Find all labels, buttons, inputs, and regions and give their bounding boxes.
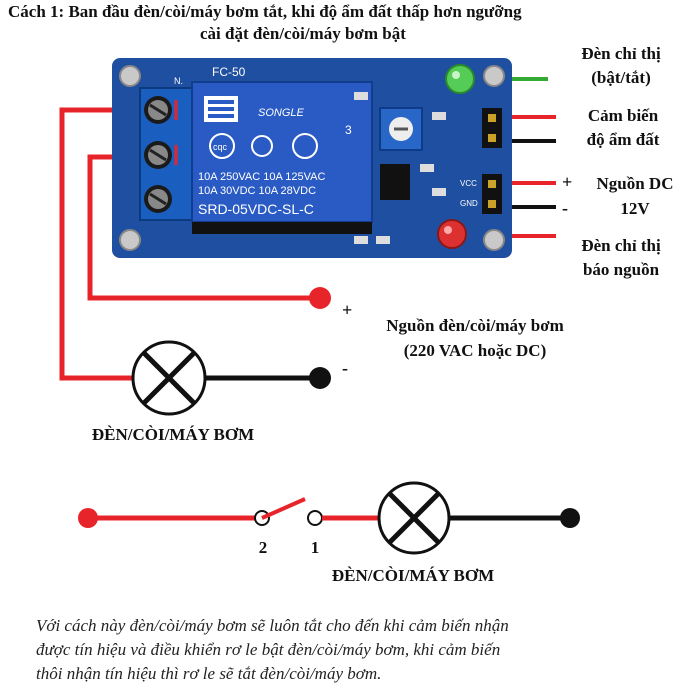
green-led-icon: [445, 64, 475, 94]
relay-module: [112, 58, 512, 258]
title-line-2: cài đặt đèn/còi/máy bơm bật: [200, 24, 406, 43]
switch-contact-1: [307, 510, 323, 526]
switch-right-end-terminal: [560, 508, 580, 528]
power-indicator-label-2: báo nguồn: [582, 260, 660, 279]
relay-rating-line-2: 10A 30VDC 10A 28VDC: [198, 185, 316, 197]
note-line-3: thôi nhận tín hiệu thì rơ le sẽ tắt đèn/…: [36, 664, 382, 683]
load-name-label-lower: ĐÈN/CÒI/MÁY BƠM: [331, 566, 495, 585]
title-line-1: Cách 1: Ban đầu đèn/còi/máy bơm tắt, khi…: [8, 2, 522, 21]
relay-brand-label: SONGLE: [258, 107, 305, 119]
red-wire-to-lamp: [59, 107, 140, 381]
pin-n-label: N.: [174, 76, 183, 86]
pin-vcc-label: VCC: [460, 179, 477, 188]
sensor-header: [482, 108, 502, 148]
ic-chip: [380, 164, 410, 200]
load-source-label-1: Nguồn đèn/còi/máy bơm: [386, 316, 564, 335]
potentiometer: [379, 107, 423, 151]
relay-logo-icon: [204, 96, 238, 122]
cert-mark-icon: [209, 133, 235, 159]
load-name-label: ĐÈN/CÒI/MÁY BƠM: [91, 425, 255, 444]
indicator-on-off-label-2: (bật/tắt): [591, 68, 651, 87]
ce-mark-icon: [251, 135, 273, 157]
screw-terminal-middle: [144, 141, 172, 169]
switch-lever: [261, 497, 306, 520]
load-source-label-2: (220 VAC hoặc DC): [403, 341, 547, 360]
sensor-label-2: độ ẩm đất: [586, 130, 660, 149]
relay-num-label: 3: [345, 123, 352, 137]
dc-source-label-2: 12V: [620, 199, 650, 218]
lamp-symbol: [131, 340, 207, 416]
dc-minus-sign: -: [562, 198, 568, 218]
screw-terminal-top: [144, 96, 172, 124]
source-plus-terminal: [309, 287, 331, 309]
relay-cert-label: cqc: [213, 142, 228, 152]
relay-part-label: SRD-05VDC-SL-C: [198, 201, 314, 217]
ul-mark-icon: [292, 133, 318, 159]
red-led-icon: [437, 219, 467, 249]
lamp-symbol-lower: [377, 481, 451, 555]
note-line-2: được tín hiệu và điều khiển rơ le bật đè…: [36, 640, 501, 659]
screw-terminal-bottom: [144, 185, 172, 213]
dc-source-label-1: Nguồn DC: [596, 174, 674, 193]
power-indicator-label-1: Đèn chỉ thị: [581, 236, 661, 255]
switch-pin-1-label: 1: [310, 538, 320, 557]
switch-pin-2-label: 2: [258, 538, 268, 557]
pin-gnd-label: GND: [460, 199, 478, 208]
note-line-1: Với cách này đèn/còi/máy bơm sẽ luôn tắt…: [36, 616, 509, 635]
dc-power-header: [482, 174, 502, 214]
indicator-on-off-label-1: Đèn chỉ thị: [581, 44, 661, 63]
load-minus-sign: -: [342, 358, 348, 378]
sensor-label-1: Cảm biến: [587, 106, 659, 125]
load-plus-sign: +: [342, 300, 353, 320]
source-minus-terminal: [309, 367, 331, 389]
relay-rating-line-1: 10A 250VAC 10A 125VAC: [198, 171, 325, 183]
switch-left-end-terminal: [78, 508, 98, 528]
module-model-label: FC-50: [212, 65, 246, 79]
dc-plus-sign: +: [562, 172, 573, 192]
